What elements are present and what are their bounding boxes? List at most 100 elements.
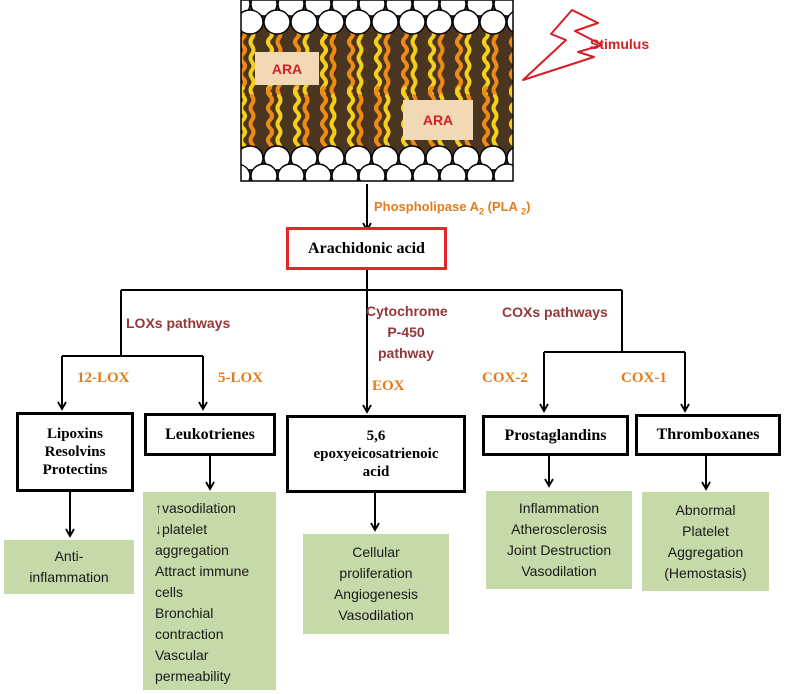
enzyme-cox-1: COX-1 <box>621 370 667 386</box>
lipid-head <box>479 9 507 35</box>
epoxy-acid-box: 5,6 epoxyeicosatrienoic acid <box>286 415 466 493</box>
lipid-head <box>263 9 291 35</box>
lipid-tail <box>329 28 337 96</box>
thromboxanes-effects: Abnormal Platelet Aggregation (Hemostasi… <box>642 492 769 591</box>
lox-pathway-label: LOXs pathways <box>126 315 231 331</box>
lipid-tail <box>437 28 445 96</box>
lipid-head <box>398 145 426 171</box>
lipid-head <box>277 163 305 181</box>
lipoxins-box: Lipoxins Resolvins Protectins <box>16 412 134 492</box>
lipid-head <box>452 9 480 35</box>
lipid-tail <box>347 28 355 96</box>
lipid-head <box>241 9 264 35</box>
thromboxanes-label: Thromboxanes <box>656 426 760 444</box>
arachidonic-acid-box: Arachidonic acid <box>286 227 447 270</box>
epoxy-effects: Cellular proliferation Angiogenesis Vaso… <box>303 534 449 634</box>
lipid-tail <box>455 28 463 96</box>
lipid-head <box>331 163 359 181</box>
lipid-head <box>250 163 278 181</box>
lipid-head <box>290 9 318 35</box>
leukotrienes-box: Leukotrienes <box>144 413 276 456</box>
lipid-tail <box>464 28 472 96</box>
lipid-tail <box>401 28 409 96</box>
enzyme-12-lox: 12-LOX <box>77 370 130 386</box>
leukotrienes-label: Leukotrienes <box>165 425 255 443</box>
lipid-head <box>385 163 413 181</box>
prostaglandins-label: Prostaglandins <box>504 426 607 444</box>
lipid-tail <box>383 28 391 96</box>
prostaglandins-effects: Inflammation Atherosclerosis Joint Destr… <box>486 491 632 589</box>
lipid-heads <box>241 0 547 188</box>
lipid-head <box>493 163 513 181</box>
lipid-tail <box>383 94 391 154</box>
lipid-tail <box>320 86 328 154</box>
membrane-border <box>240 0 514 182</box>
pla2-label: Phospholipase A2 (PLA 2) <box>374 199 531 217</box>
lipid-tail <box>356 94 364 154</box>
lipid-tail <box>275 94 283 154</box>
thromboxanes-box: Thromboxanes <box>635 414 781 456</box>
lipid-head <box>425 9 453 35</box>
lipid-tail <box>374 86 382 154</box>
ara-label-top: ARA <box>255 52 319 85</box>
lipid-head <box>317 145 345 171</box>
lipid-head <box>241 145 264 171</box>
lipid-tail <box>509 28 513 96</box>
lipid-head <box>371 9 399 35</box>
lipid-head <box>304 163 332 181</box>
lipid-tail <box>293 86 301 154</box>
lipid-tail <box>248 94 256 154</box>
lipid-head <box>398 9 426 35</box>
lipoxins-effects: Anti- inflammation <box>4 540 134 594</box>
lipid-head <box>521 164 547 188</box>
lipid-head <box>506 11 513 33</box>
protectins-label: Protectins <box>42 462 108 478</box>
cell-membrane <box>240 0 547 188</box>
lipid-head <box>412 163 440 181</box>
lipid-tail <box>428 28 436 96</box>
enzyme-eox: EOX <box>372 378 405 394</box>
prostaglandins-box: Prostaglandins <box>482 415 629 456</box>
lipid-head <box>344 9 372 35</box>
stimulus-label: Stimulus <box>590 36 650 52</box>
lipid-tail <box>248 28 256 96</box>
lipoxins-label: Lipoxins <box>47 426 103 442</box>
lipid-head <box>290 145 318 171</box>
lipid-tail <box>482 28 490 96</box>
lipid-head <box>344 145 372 171</box>
lipid-head <box>521 0 547 16</box>
lipid-head <box>506 147 513 169</box>
arachidonic-acid-label: Arachidonic acid <box>308 239 425 257</box>
lipid-tail <box>509 86 513 154</box>
lipid-head <box>317 9 345 35</box>
lipid-head <box>263 145 291 171</box>
lipid-head <box>479 145 507 171</box>
lipid-head <box>358 163 386 181</box>
lipid-head <box>452 145 480 171</box>
ara-label-bottom: ARA <box>403 100 473 140</box>
lipid-tail <box>329 94 337 154</box>
lipid-tail <box>374 28 382 96</box>
enzyme-5-lox: 5-LOX <box>218 370 263 386</box>
lipid-head <box>439 163 467 181</box>
cox-pathway-label: COXs pathways <box>502 304 608 320</box>
lipid-tail <box>482 86 490 154</box>
lipid-head <box>466 163 494 181</box>
lipid-tail <box>302 94 310 154</box>
lipid-tail <box>320 28 328 96</box>
lipid-tail <box>347 86 355 154</box>
lipid-tail <box>491 28 499 96</box>
lipid-head <box>371 145 399 171</box>
lipid-tail <box>521 96 524 152</box>
lipid-tail <box>266 86 274 154</box>
lipid-tail <box>356 28 364 96</box>
lipid-tail <box>521 30 524 94</box>
lightning-icon <box>522 9 603 81</box>
lipid-head <box>425 145 453 171</box>
resolvins-label: Resolvins <box>44 444 106 460</box>
lipid-tail <box>410 28 418 96</box>
cyp450-pathway-label: Cytochrome P-450 pathway <box>366 303 448 361</box>
enzyme-cox-2: COX-2 <box>482 370 528 386</box>
lipid-tail <box>491 94 499 154</box>
leukotrienes-effects: ↑vasodilation ↓platelet aggregation Attr… <box>143 492 276 690</box>
